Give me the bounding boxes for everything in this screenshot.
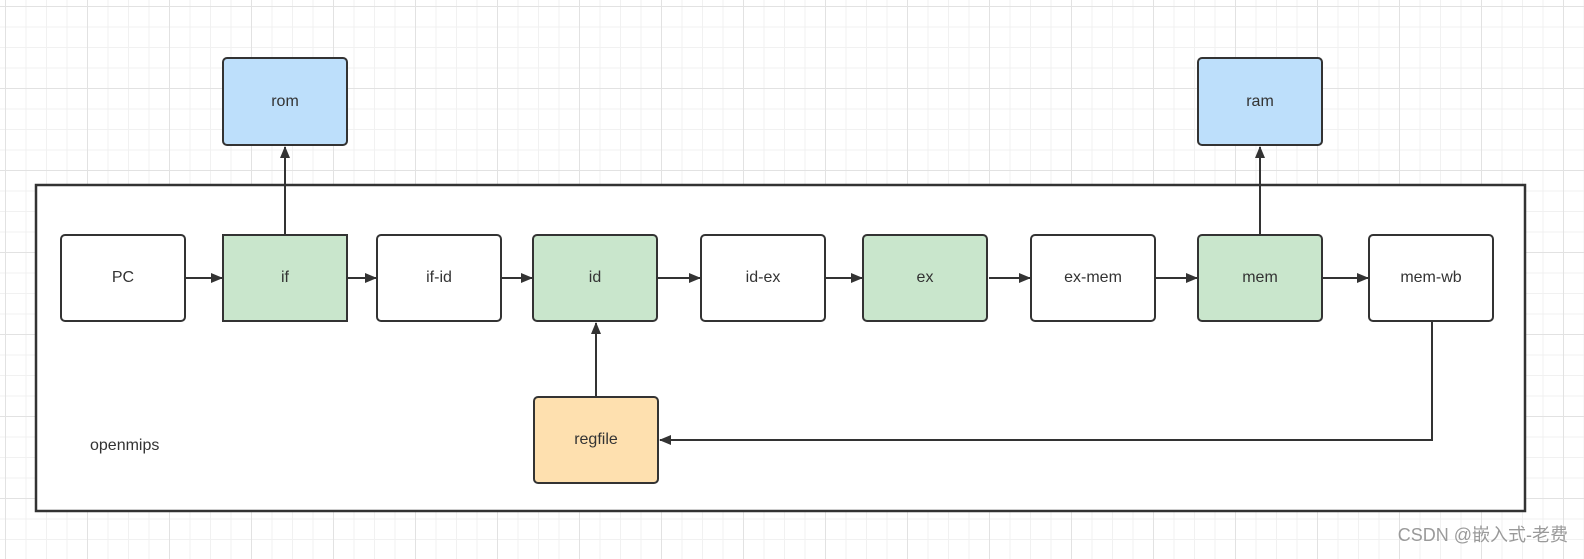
- mem-wb-register-block: mem-wb: [1368, 234, 1494, 322]
- ex-mem-register-block: ex-mem: [1030, 234, 1156, 322]
- if-id-register-block: if-id: [376, 234, 502, 322]
- if-stage-block: if: [222, 234, 348, 322]
- rom-block: rom: [222, 57, 348, 146]
- pc-label: PC: [111, 269, 135, 286]
- csdn-watermark: CSDN @嵌入式-老费: [1397, 525, 1568, 545]
- mem-label: mem: [1242, 269, 1278, 286]
- mem-wb-label: mem-wb: [1400, 269, 1462, 286]
- ex-label: ex: [916, 269, 934, 286]
- ram-block: ram: [1197, 57, 1323, 146]
- id-ex-register-block: id-ex: [700, 234, 826, 322]
- id-label: id: [588, 269, 602, 286]
- if-id-label: if-id: [426, 269, 452, 286]
- mem-stage-block: mem: [1197, 234, 1323, 322]
- ram-label: ram: [1246, 92, 1274, 110]
- if-label: if: [281, 269, 289, 286]
- regfile-block: regfile: [533, 396, 659, 484]
- id-ex-label: id-ex: [745, 269, 781, 286]
- openmips-container-label: openmips: [90, 437, 160, 454]
- id-stage-block: id: [532, 234, 658, 322]
- arrow-mem-wb-to-regfile: [659, 322, 1433, 445]
- ex-stage-block: ex: [862, 234, 988, 322]
- ex-mem-label: ex-mem: [1064, 269, 1122, 286]
- regfile-label: regfile: [574, 431, 618, 448]
- pc-block: PC: [60, 234, 186, 322]
- rom-label: rom: [271, 92, 299, 110]
